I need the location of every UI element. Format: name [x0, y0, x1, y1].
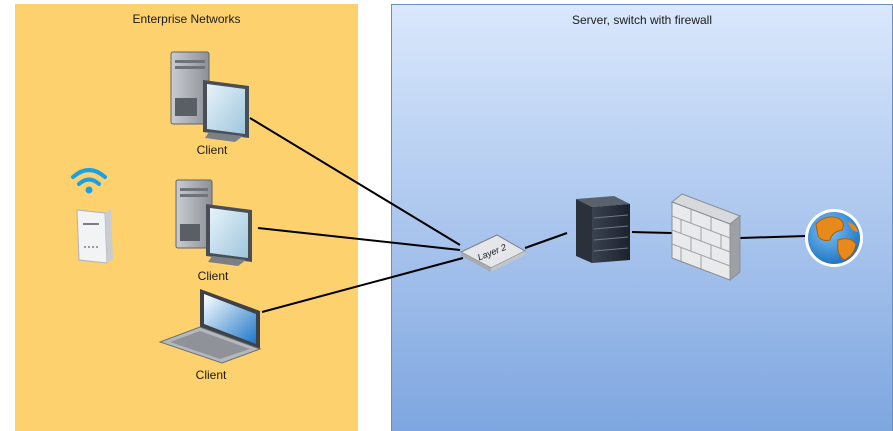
link-client3-switch — [261, 257, 464, 313]
layer2-switch-icon: Layer 2 — [459, 234, 527, 272]
enterprise-networks-title: Enterprise Networks — [132, 12, 241, 26]
server-zone-title: Server, switch with firewall — [571, 13, 713, 27]
link-client2-switch — [257, 227, 461, 251]
link-server-firewall — [631, 231, 673, 234]
link-client1-switch — [249, 117, 461, 246]
wireless-router-icon — [71, 168, 113, 264]
laptop-icon — [158, 289, 262, 364]
firewall-icon — [671, 193, 741, 282]
server-zone: Server, switch with firewall — [391, 4, 893, 431]
desktop-computer-icon — [170, 51, 249, 142]
client-label-1: Client — [196, 143, 228, 157]
client-label-3: Client — [195, 368, 227, 382]
connection-lines — [249, 117, 807, 313]
desktop-computer-icon — [175, 179, 252, 266]
link-firewall-internet — [739, 235, 807, 239]
link-switch-server — [524, 232, 568, 249]
server-rack-icon — [576, 196, 630, 263]
client-label-2: Client — [197, 269, 229, 283]
globe-icon — [805, 209, 863, 267]
